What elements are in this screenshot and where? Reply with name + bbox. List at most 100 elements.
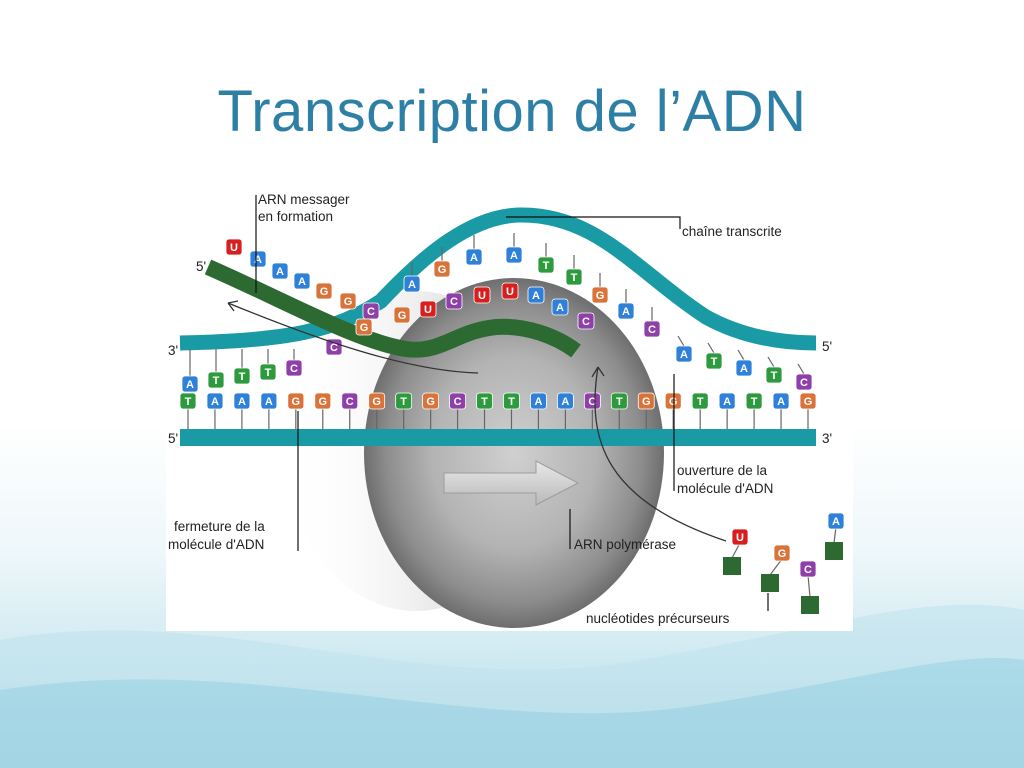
nucleotide-letter: G: [319, 396, 328, 408]
label-closing-line1: fermeture de la: [174, 519, 265, 534]
coding-base: A: [206, 392, 224, 410]
nucleotide-box: [287, 392, 305, 410]
coding-base: T: [395, 392, 413, 410]
nucleotide-box: [233, 367, 251, 385]
nucleotide-box: [765, 366, 783, 384]
nucleotide-box: [368, 392, 386, 410]
nucleotide-letter: A: [740, 363, 748, 375]
nucleotide-letter: A: [238, 396, 246, 408]
nucleotide-box: [260, 392, 278, 410]
nucleotide-letter: G: [778, 548, 787, 560]
nucleotide-box: [577, 312, 595, 330]
nucleotide-letter: A: [622, 306, 630, 318]
nucleotide-letter: G: [669, 396, 678, 408]
rna-base: G: [315, 282, 333, 300]
nucleotide-box: [249, 250, 267, 268]
template-base-right: T: [705, 352, 723, 370]
nucleotide-letter: A: [276, 266, 284, 278]
nucleotide-letter: U: [424, 304, 432, 316]
rna-base: U: [225, 238, 243, 256]
nucleotide-letter: T: [616, 396, 623, 408]
nucleotide-letter: U: [736, 532, 744, 544]
base-stem: [767, 356, 775, 368]
label-template: chaîne transcrite: [682, 224, 782, 239]
nucleotide-letter: C: [800, 377, 808, 389]
coding-base: G: [799, 392, 817, 410]
nucleotide-box: [206, 392, 224, 410]
coding-base: T: [503, 392, 520, 410]
nucleotide-letter: A: [723, 396, 731, 408]
template-base-open: G: [591, 286, 609, 304]
nucleotide-box: [325, 338, 343, 356]
nucleotide-box: [419, 300, 437, 318]
nucleotide-letter: T: [239, 371, 246, 383]
nucleotide-letter: C: [290, 363, 298, 375]
rna-base: A: [527, 286, 545, 304]
end-bottom-right-3prime: 3': [822, 431, 832, 446]
nucleotide-letter: C: [582, 316, 590, 328]
nucleotide-box: [393, 306, 411, 324]
nucleotide-box: [271, 262, 289, 280]
rna-base: G: [339, 292, 357, 310]
nucleotide-letter: G: [642, 396, 651, 408]
rna-base: C: [445, 292, 463, 310]
rna-base: C: [362, 302, 380, 320]
nucleotide-letter: T: [185, 396, 192, 408]
template-base-left: A: [181, 375, 199, 393]
nucleotide-letter: G: [360, 322, 369, 334]
coding-base: T: [610, 392, 628, 410]
nucleotide-letter: T: [213, 375, 220, 387]
nucleotide-letter: U: [478, 290, 486, 302]
nucleotide-box: [735, 359, 753, 377]
nucleotide-letter: T: [265, 367, 272, 379]
nucleotide-box: [795, 373, 813, 391]
nucleotide-box: [551, 298, 569, 316]
nucleotide-letter: T: [771, 370, 778, 382]
rna-exit-arrowhead: [227, 300, 239, 312]
nucleotide-letter: C: [454, 396, 462, 408]
direction-arrow: [443, 460, 580, 506]
coding-base: G: [287, 392, 305, 410]
nucleotide-box: [207, 371, 225, 389]
nucleotide-box: [773, 544, 791, 562]
nucleotide-box: [293, 272, 311, 290]
nucleotide-box: [705, 352, 723, 370]
nucleotide-letter: A: [510, 250, 518, 262]
rna-polymerase: [364, 278, 664, 628]
precursor-nucleotide: U: [731, 528, 749, 546]
nucleotide-letter: G: [804, 396, 813, 408]
nucleotide-letter: G: [596, 290, 605, 302]
nucleotide-box: [465, 248, 483, 266]
nucleotide-box: [445, 292, 463, 310]
rna-base: C: [577, 312, 595, 330]
label-polymerase: ARN polymérase: [574, 537, 676, 552]
nucleotide-box: [772, 392, 790, 410]
template-base-right: C: [795, 373, 813, 391]
nucleotide-letter: A: [777, 396, 785, 408]
nucleotide-letter: C: [588, 396, 596, 408]
coding-base: A: [772, 392, 790, 410]
nucleotide-box: [503, 392, 520, 410]
coding-base: A: [233, 392, 251, 410]
rna-base: U: [501, 282, 519, 300]
base-stem: [797, 363, 805, 375]
nucleotide-letter: G: [292, 396, 301, 408]
precursor-nucleotide: C: [799, 560, 817, 578]
template-base-open: C: [643, 320, 661, 338]
nucleotide-letter: T: [400, 396, 407, 408]
coding-base: A: [556, 392, 574, 410]
coding-base: T: [691, 392, 709, 410]
nucleotide-box: [179, 392, 197, 410]
coding-strand: [180, 429, 816, 446]
precursor-stem: [833, 526, 837, 544]
leader-template: [506, 216, 681, 229]
nucleotide-box: [691, 392, 709, 410]
nucleotide-box: [362, 302, 380, 320]
coding-base: C: [341, 392, 359, 410]
nucleotide-box: [643, 320, 661, 338]
nucleotide-box: [225, 238, 243, 256]
base-stem: [707, 342, 715, 354]
nucleotide-box: [449, 392, 466, 410]
